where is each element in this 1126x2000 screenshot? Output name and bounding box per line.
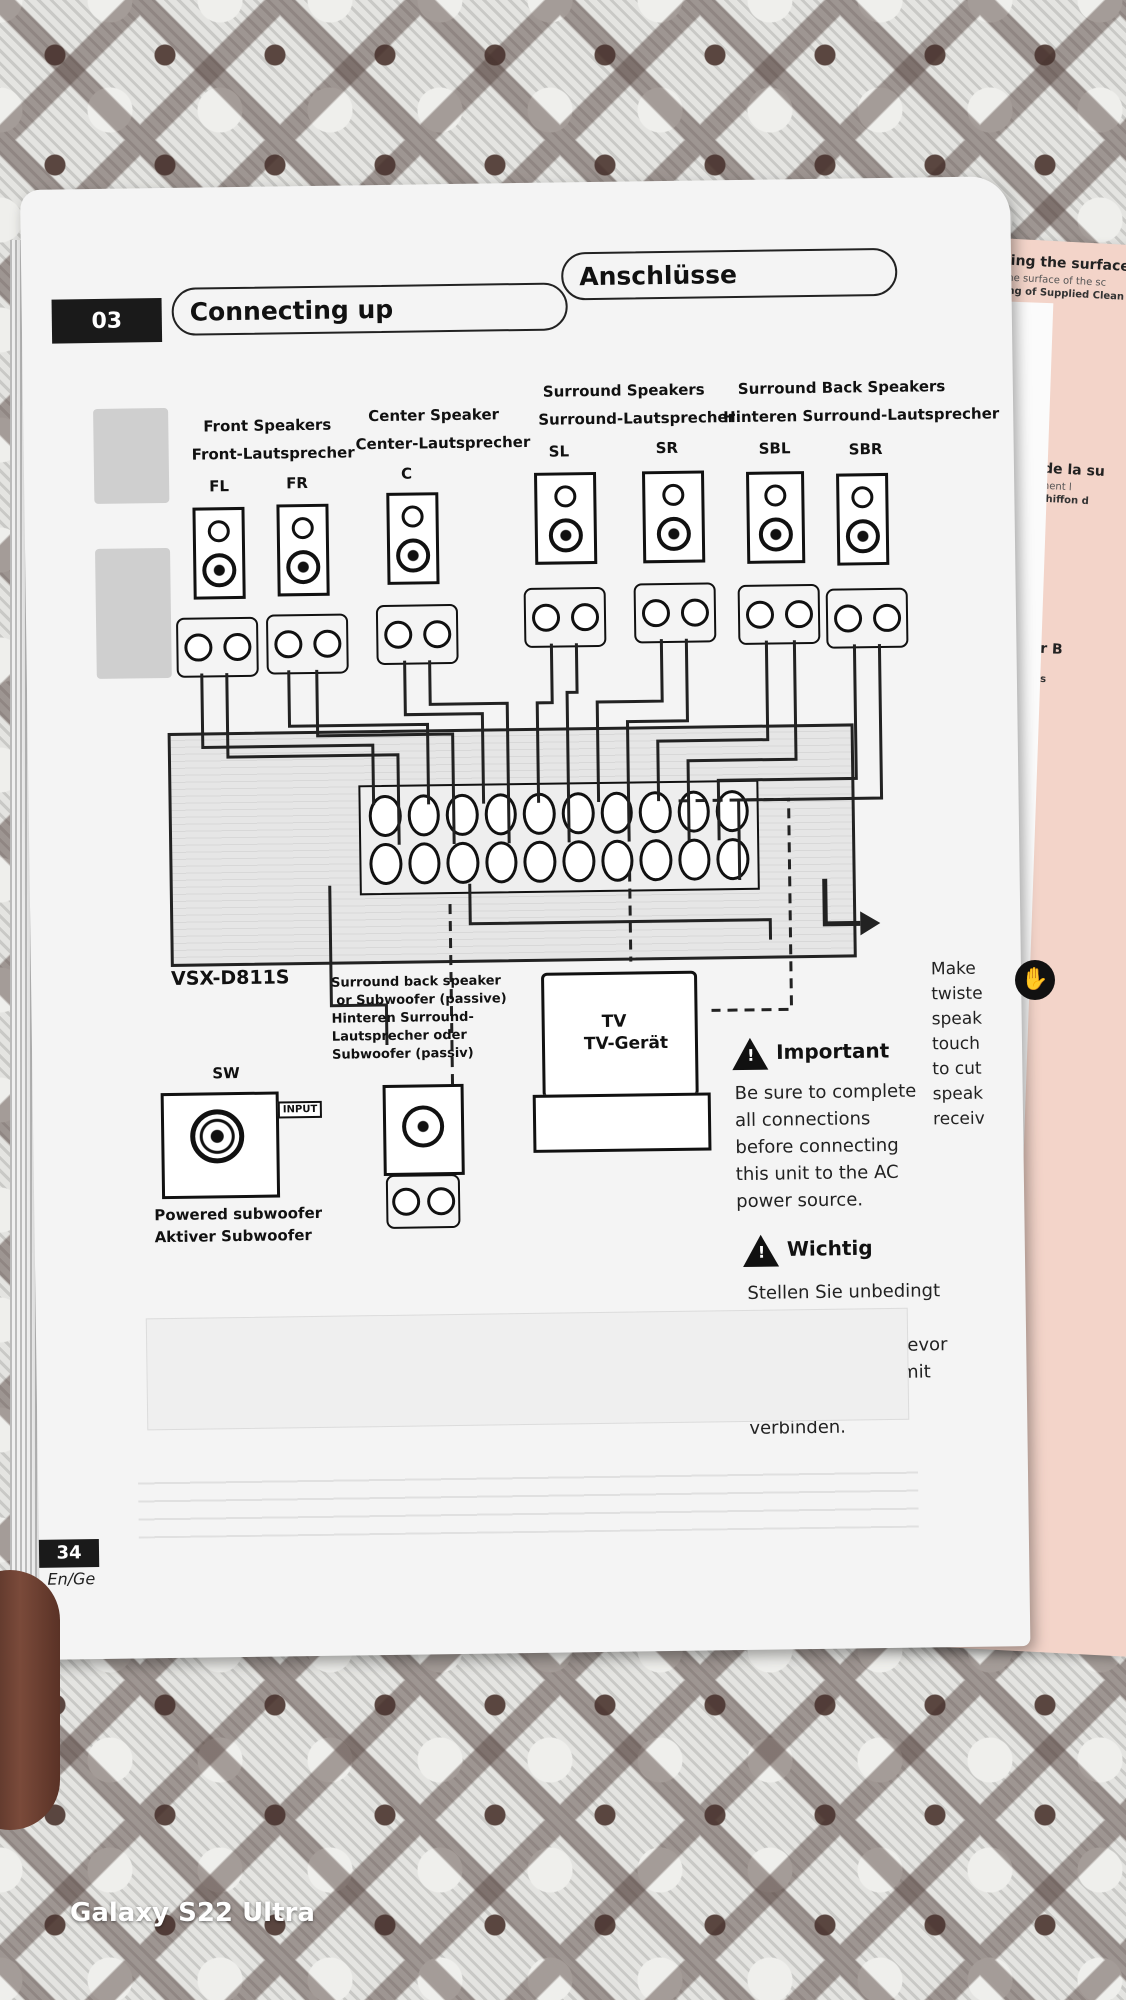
wiring-diagram xyxy=(200,638,884,1197)
finger xyxy=(0,1570,60,1830)
page-language: En/Ge xyxy=(47,1569,96,1589)
side-note-line: touch xyxy=(931,1033,981,1055)
subwoofer-label: Powered subwoofer xyxy=(154,1203,323,1225)
subwoofer-input-label: INPUT xyxy=(277,1100,323,1119)
passive-speaker xyxy=(382,1083,465,1177)
warning-icon xyxy=(742,1234,780,1268)
wichtig-title: Wichtig xyxy=(786,1235,873,1261)
manual-page: 03 Connecting up Anschlüsse Front Speake… xyxy=(20,176,1031,1660)
sb-label-2: or Subwoofer (passive) xyxy=(336,991,507,1009)
sb-label-5: Subwoofer (passiv) xyxy=(332,1045,474,1063)
sb-label-3: Hinteren Surround- xyxy=(331,1009,474,1027)
tv-label-de: TV-Gerät xyxy=(583,1033,669,1055)
sb-label-1: Surround back speaker xyxy=(331,973,502,991)
important-line: all connections xyxy=(734,1108,871,1132)
tv-label: TV xyxy=(601,1011,627,1032)
sb-label-4: Lautsprecher oder xyxy=(331,1027,467,1045)
important-line: before connecting xyxy=(735,1134,899,1159)
important-heading: Important xyxy=(731,1036,890,1071)
side-note-line: twiste xyxy=(931,983,983,1005)
subwoofer-label-de: Aktiver Subwoofer xyxy=(154,1226,313,1247)
faint-bleed-text xyxy=(137,1457,919,1539)
side-note-line: receiv xyxy=(932,1108,985,1130)
side-note-line: to cut xyxy=(932,1058,982,1080)
tv-stand xyxy=(532,1092,712,1153)
side-note-text: Make twiste speak touch to cut speak rec… xyxy=(931,957,985,1133)
page-number: 34 xyxy=(38,1539,100,1568)
important-text: Be sure to complete all connections befo… xyxy=(734,1078,917,1216)
subwoofer-code: SW xyxy=(212,1064,240,1083)
important-title: Important xyxy=(775,1038,890,1065)
warning-icon xyxy=(731,1037,769,1071)
important-line: Be sure to complete xyxy=(734,1080,917,1105)
wichtig-line: Stellen Sie unbedingt xyxy=(747,1280,941,1304)
passive-speaker-terminal xyxy=(385,1173,461,1229)
wichtig-heading: Wichtig xyxy=(742,1233,873,1268)
important-line: power source. xyxy=(736,1189,864,1213)
side-note-line: Make xyxy=(930,958,976,980)
side-note-line: speak xyxy=(931,1008,983,1030)
camera-watermark: Galaxy S22 Ultra xyxy=(70,1898,315,1928)
hand-stop-icon: ✋ xyxy=(1015,960,1055,1000)
side-note-line: speak xyxy=(932,1083,984,1105)
powered-subwoofer xyxy=(160,1091,281,1200)
faint-illustration-box xyxy=(145,1307,910,1431)
important-line: this unit to the AC xyxy=(735,1161,899,1186)
